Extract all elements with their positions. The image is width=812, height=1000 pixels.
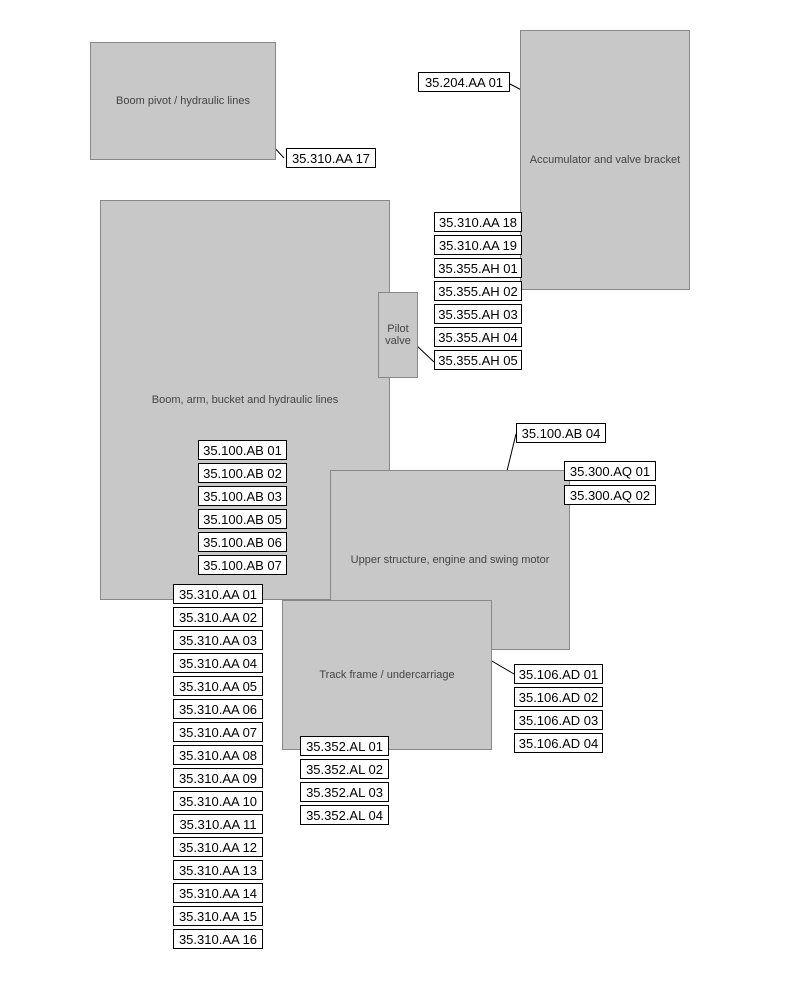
- ref-label-35-310-aa-03[interactable]: 35.310.AA 03: [173, 630, 263, 650]
- ref-label-35-310-aa-11[interactable]: 35.310.AA 11: [173, 814, 263, 834]
- ref-label-35-106-ad-04[interactable]: 35.106.AD 04: [514, 733, 603, 753]
- ref-label-35-310-aa-16[interactable]: 35.310.AA 16: [173, 929, 263, 949]
- ref-label-35-310-aa-19[interactable]: 35.310.AA 19: [434, 235, 522, 255]
- ref-label-35-352-al-03[interactable]: 35.352.AL 03: [300, 782, 389, 802]
- ref-label-35-355-ah-03[interactable]: 35.355.AH 03: [434, 304, 522, 324]
- ref-label-35-310-aa-02[interactable]: 35.310.AA 02: [173, 607, 263, 627]
- ref-label-35-106-ad-03[interactable]: 35.106.AD 03: [514, 710, 603, 730]
- ref-label-35-310-aa-08[interactable]: 35.310.AA 08: [173, 745, 263, 765]
- ref-label-35-355-ah-05[interactable]: 35.355.AH 05: [434, 350, 522, 370]
- ref-label-35-100-ab-01[interactable]: 35.100.AB 01: [198, 440, 287, 460]
- ref-label-35-100-ab-06[interactable]: 35.100.AB 06: [198, 532, 287, 552]
- ref-label-35-355-ah-04[interactable]: 35.355.AH 04: [434, 327, 522, 347]
- track-frame-undercarriage-drawing: Track frame / undercarriage: [282, 600, 492, 750]
- ref-label-35-310-aa-15[interactable]: 35.310.AA 15: [173, 906, 263, 926]
- ref-label-35-100-ab-05[interactable]: 35.100.AB 05: [198, 509, 287, 529]
- ref-label-35-300-aq-01[interactable]: 35.300.AQ 01: [564, 461, 656, 481]
- ref-label-35-310-aa-18[interactable]: 35.310.AA 18: [434, 212, 522, 232]
- ref-label-35-106-ad-01[interactable]: 35.106.AD 01: [514, 664, 603, 684]
- boom-pivot-hydraulics-drawing: Boom pivot / hydraulic lines: [90, 42, 276, 160]
- ref-label-35-106-ad-02[interactable]: 35.106.AD 02: [514, 687, 603, 707]
- ref-label-35-310-aa-13[interactable]: 35.310.AA 13: [173, 860, 263, 880]
- ref-label-35-310-aa-05[interactable]: 35.310.AA 05: [173, 676, 263, 696]
- ref-label-35-352-al-02[interactable]: 35.352.AL 02: [300, 759, 389, 779]
- ref-label-35-310-aa-07[interactable]: 35.310.AA 07: [173, 722, 263, 742]
- ref-label-35-310-aa-09[interactable]: 35.310.AA 09: [173, 768, 263, 788]
- ref-label-35-100-ab-04[interactable]: 35.100.AB 04: [516, 423, 606, 443]
- ref-label-35-100-ab-07[interactable]: 35.100.AB 07: [198, 555, 287, 575]
- ref-label-35-352-al-04[interactable]: 35.352.AL 04: [300, 805, 389, 825]
- ref-label-35-310-aa-10[interactable]: 35.310.AA 10: [173, 791, 263, 811]
- ref-label-35-352-al-01[interactable]: 35.352.AL 01: [300, 736, 389, 756]
- ref-label-35-100-ab-02[interactable]: 35.100.AB 02: [198, 463, 287, 483]
- ref-label-35-300-aq-02[interactable]: 35.300.AQ 02: [564, 485, 656, 505]
- ref-label-35-310-aa-17[interactable]: 35.310.AA 17: [286, 148, 376, 168]
- ref-label-35-355-ah-01[interactable]: 35.355.AH 01: [434, 258, 522, 278]
- ref-label-35-100-ab-03[interactable]: 35.100.AB 03: [198, 486, 287, 506]
- accumulator-valve-bracket-drawing: Accumulator and valve bracket: [520, 30, 690, 290]
- ref-label-35-310-aa-01[interactable]: 35.310.AA 01: [173, 584, 263, 604]
- ref-label-35-310-aa-06[interactable]: 35.310.AA 06: [173, 699, 263, 719]
- ref-label-35-204-aa-01[interactable]: 35.204.AA 01: [418, 72, 510, 92]
- ref-label-35-310-aa-12[interactable]: 35.310.AA 12: [173, 837, 263, 857]
- ref-label-35-355-ah-02[interactable]: 35.355.AH 02: [434, 281, 522, 301]
- pilot-control-valve-drawing: Pilot valve: [378, 292, 418, 378]
- ref-label-35-310-aa-04[interactable]: 35.310.AA 04: [173, 653, 263, 673]
- ref-label-35-310-aa-14[interactable]: 35.310.AA 14: [173, 883, 263, 903]
